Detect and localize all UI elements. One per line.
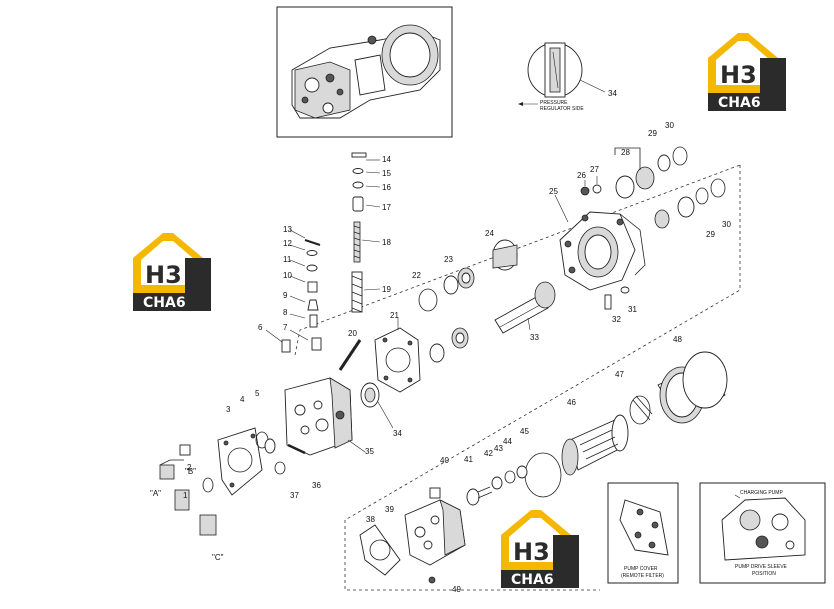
callout-12: 12: [283, 239, 292, 248]
logo-shape: [553, 535, 579, 570]
filter-section: [524, 351, 728, 498]
logo-shape: [185, 258, 211, 293]
callout-13: 13: [283, 225, 292, 234]
pump-housing-25: [554, 194, 646, 291]
callout-41: 41: [464, 455, 473, 464]
callout-4: 4: [240, 395, 245, 404]
callout-23: 23: [444, 255, 453, 264]
callout-14: 14: [382, 155, 391, 164]
gear-train: [418, 239, 556, 363]
callout-48: 48: [673, 335, 682, 344]
charging-pump-inset: CHARGING PUMP PUMP DRIVE SLEEVE POSITION: [699, 482, 826, 584]
charging-pump-caption-line2: POSITION: [752, 571, 776, 577]
variant-label-b: "B": [185, 467, 196, 476]
variant-label-a: "A": [150, 489, 161, 498]
gasket-21: [374, 318, 421, 393]
logo-shape: [133, 293, 211, 311]
logo-top-text: H3: [720, 61, 757, 89]
callout-24: 24: [485, 229, 494, 238]
pump-cover-caption-line2: (REMOTE FILTER): [621, 573, 664, 579]
logo-bottom-text: CHA6: [511, 572, 554, 588]
pressure-caption-line2: REGULATOR SIDE: [540, 106, 584, 112]
callout-27: 27: [590, 165, 599, 174]
logo-shape: [708, 93, 786, 111]
callout-18: 18: [382, 238, 391, 247]
callout-22: 22: [412, 271, 421, 280]
callout-45: 45: [520, 427, 529, 436]
left-lower-parts: [159, 427, 306, 536]
callout-44: 44: [503, 437, 512, 446]
callout-30-b: 30: [722, 220, 731, 229]
pressure-caption-line1: PRESSURE: [540, 100, 568, 106]
callout-19: 19: [382, 285, 391, 294]
callout-7: 7: [283, 323, 288, 332]
callout-10: 10: [283, 271, 292, 280]
logo-shape: [141, 241, 195, 285]
pump-cover-caption-line1: PUMP COVER: [624, 566, 658, 572]
callout-8: 8: [283, 308, 288, 317]
callout-32: 32: [612, 315, 621, 324]
callout-46: 46: [567, 398, 576, 407]
callout-31: 31: [628, 305, 637, 314]
callout-25: 25: [549, 187, 558, 196]
callout-40: 40: [440, 456, 449, 465]
callout-1: 1: [183, 491, 188, 500]
logo-shape: [716, 41, 770, 85]
callout-36: 36: [312, 481, 321, 490]
pressure-regulator-inset: 34 PRESSURE REGULATOR SIDE: [518, 42, 617, 112]
logo-shape: [760, 58, 786, 93]
callout-16: 16: [382, 183, 391, 192]
left-small-parts: [265, 229, 322, 353]
callout-17: 17: [382, 203, 391, 212]
callout-30: 30: [665, 121, 674, 130]
callout-28: 28: [621, 148, 630, 157]
pump-cover-inset: PUMP COVER (REMOTE FILTER): [607, 482, 679, 584]
pump-cover-section: [359, 465, 528, 584]
logo-top-text: H3: [145, 261, 182, 289]
logo-bottom-text: CHA6: [718, 95, 761, 111]
variant-label-c: "C": [212, 553, 224, 562]
callout-47: 47: [615, 370, 624, 379]
callout-42: 42: [484, 449, 493, 458]
callout-35: 35: [365, 447, 374, 456]
valve-stack: [338, 152, 381, 371]
callout-49: 49: [452, 585, 461, 594]
callout-33: 33: [530, 333, 539, 342]
right-top-parts: [580, 146, 726, 310]
callout-29-b: 29: [706, 230, 715, 239]
callout-15: 15: [382, 169, 391, 178]
callout-29: 29: [648, 129, 657, 138]
callout-3: 3: [226, 405, 231, 414]
callout-39: 39: [385, 505, 394, 514]
callout-9: 9: [283, 291, 288, 300]
callout-2: 2: [187, 463, 192, 472]
callout-21: 21: [390, 311, 399, 320]
callout-20: 20: [348, 329, 357, 338]
logo-bottom-text: CHA6: [143, 295, 186, 311]
callout-43: 43: [494, 444, 503, 453]
callout-6: 6: [258, 323, 263, 332]
callout-38: 38: [366, 515, 375, 524]
callout-11: 11: [283, 255, 292, 264]
logo-shape: [509, 518, 563, 562]
logo-shape: [501, 570, 579, 588]
callout-34-inset: 34: [608, 89, 617, 98]
charging-pump-caption-line1: PUMP DRIVE SLEEVE: [735, 564, 788, 570]
callout-5: 5: [255, 389, 260, 398]
seal-34: [360, 382, 394, 429]
logo-top-text: H3: [513, 538, 550, 566]
valve-body: [284, 377, 366, 456]
callout-37: 37: [290, 491, 299, 500]
charging-pump-title: CHARGING PUMP: [740, 490, 783, 496]
callout-34: 34: [393, 429, 402, 438]
pump-assembly-inset: [276, 6, 453, 138]
callout-26: 26: [577, 171, 586, 180]
